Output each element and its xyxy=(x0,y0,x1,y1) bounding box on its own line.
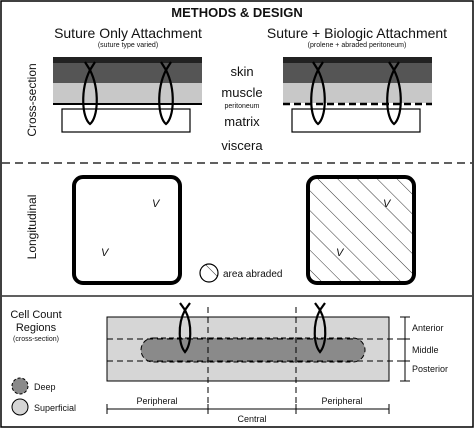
label-peritoneum: peritoneum xyxy=(224,103,259,110)
left-cross-section xyxy=(53,57,202,133)
right-cross-section xyxy=(283,57,432,133)
label-viscera: viscera xyxy=(221,138,263,153)
label-peripheral-left: Peripheral xyxy=(136,396,177,406)
figure-title: METHODS & DESIGN xyxy=(171,5,302,20)
cell-count-subtitle: (cross-section) xyxy=(13,336,59,343)
label-posterior: Posterior xyxy=(412,364,448,374)
left-marker-v1: V xyxy=(152,198,161,210)
left-muscle-layer xyxy=(53,83,202,103)
deep-region xyxy=(140,337,366,363)
left-marker-v2: V xyxy=(101,247,110,259)
longitudinal-label: Longitudinal xyxy=(25,195,39,260)
superficial-legend-swatch xyxy=(11,398,29,416)
deep-legend-swatch xyxy=(11,377,29,395)
right-longitudinal-square-abraded xyxy=(306,175,416,285)
left-skin-top xyxy=(53,57,202,63)
left-matrix xyxy=(61,108,191,133)
label-skin: skin xyxy=(230,64,253,79)
label-muscle: muscle xyxy=(221,85,262,100)
right-region-bracket xyxy=(400,316,410,382)
label-middle: Middle xyxy=(412,345,439,355)
superficial-legend-label: Superficial xyxy=(34,403,76,413)
left-suture-1 xyxy=(82,67,98,126)
deep-legend-label: Deep xyxy=(34,382,56,392)
right-suture-1 xyxy=(310,67,326,126)
left-skin-layer xyxy=(53,63,202,83)
right-skin-layer xyxy=(283,63,432,83)
label-anterior: Anterior xyxy=(412,323,444,333)
left-subheading: (suture type varied) xyxy=(98,42,158,49)
right-subheading: (prolene + abraded peritoneum) xyxy=(308,42,407,49)
right-muscle-layer xyxy=(283,83,432,103)
cross-section-label: Cross-section xyxy=(25,63,39,136)
right-marker-v1: V xyxy=(383,198,392,210)
cell-count-title-1: Cell Count xyxy=(10,309,61,321)
left-heading: Suture Only Attachment xyxy=(54,25,202,41)
cell-suture-1 xyxy=(178,307,192,354)
bottom-region-bracket xyxy=(106,404,390,414)
cell-count-title-2: Regions xyxy=(16,322,57,334)
right-heading: Suture + Biologic Attachment xyxy=(267,25,447,41)
abraded-legend-label: area abraded xyxy=(223,269,283,280)
right-marker-v2: V xyxy=(336,247,345,259)
abraded-legend-swatch xyxy=(199,263,219,283)
right-suture-2 xyxy=(386,67,402,126)
label-peripheral-right: Peripheral xyxy=(321,396,362,406)
left-longitudinal-square xyxy=(72,175,182,285)
label-central: Central xyxy=(237,414,266,424)
left-suture-2 xyxy=(158,67,174,126)
right-skin-top xyxy=(283,57,432,63)
cell-suture-2 xyxy=(313,307,327,354)
label-matrix: matrix xyxy=(224,114,260,129)
